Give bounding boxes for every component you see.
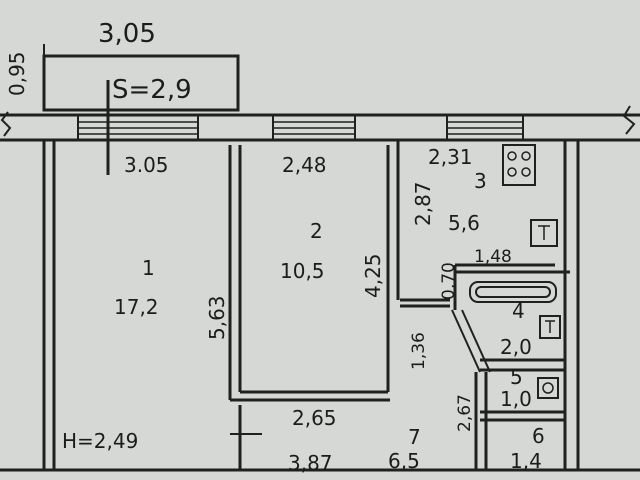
- room2-width: 2,48: [282, 153, 327, 177]
- room1-id: 1: [142, 256, 155, 280]
- bath-length: 2,67: [455, 394, 475, 432]
- room5-id: 5: [510, 365, 523, 389]
- corridor-length: 1,36: [409, 332, 429, 370]
- windows: [77, 114, 524, 141]
- room4-area: 2,0: [500, 335, 532, 359]
- balcony-width: 3,05: [98, 19, 156, 49]
- room2-length: 4,25: [361, 253, 385, 298]
- room6-id: 6: [532, 424, 545, 448]
- balcony-area: S=2,9: [112, 75, 192, 105]
- room1-area: 17,2: [114, 295, 159, 319]
- room2-id: 2: [310, 219, 323, 243]
- stove-icon: [502, 144, 536, 186]
- room1-length: 5,63: [205, 295, 229, 340]
- room7-length: 3,87: [288, 451, 333, 475]
- room5-area: 1,0: [500, 387, 532, 411]
- room3-width: 2,31: [428, 145, 473, 169]
- room2-area: 10,5: [280, 259, 325, 283]
- washbasin-icon: [539, 315, 561, 339]
- room7-id: 7: [408, 425, 421, 449]
- sink-icon: [530, 219, 558, 247]
- room6-area: 1,4: [510, 449, 542, 473]
- hall-width: 1,48: [474, 247, 512, 267]
- room3-id: 3: [474, 169, 487, 193]
- ceiling-height: H=2,49: [62, 429, 138, 453]
- room7-width: 2,65: [292, 406, 337, 430]
- kitchen-gap: 0,70: [439, 262, 459, 300]
- dimension-labels: 3,05 0,95 S=2,9 3.05 1 17,2 5,63 2,48 2 …: [5, 19, 545, 475]
- interior-walls: [228, 140, 570, 470]
- room3-area: 5,6: [448, 211, 480, 235]
- room3-length: 2,87: [411, 181, 435, 226]
- bathtub-icon: [469, 281, 557, 303]
- balcony-depth: 0,95: [5, 51, 29, 96]
- room1-width: 3.05: [124, 153, 169, 177]
- room4-id: 4: [512, 299, 525, 323]
- room7-area: 6,5: [388, 449, 420, 473]
- toilet-icon: [537, 377, 559, 399]
